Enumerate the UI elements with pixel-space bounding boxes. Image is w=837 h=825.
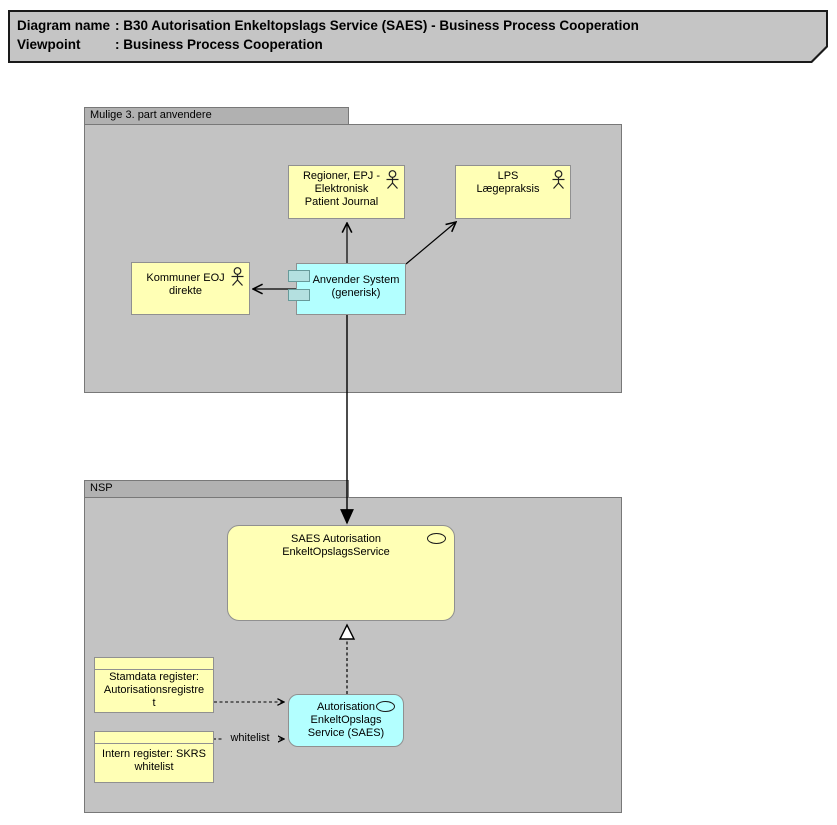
node-intern-register: Intern register: SKRS whitelist bbox=[94, 731, 214, 783]
whitelist-edge-label: whitelist bbox=[222, 732, 278, 745]
node-lps-label: LPS Lægepraksis bbox=[476, 170, 540, 195]
node-autorisation-service-label: Autorisation EnkeltOpslags Service (SAES… bbox=[307, 701, 385, 739]
service-icon bbox=[376, 701, 395, 712]
business-object-band bbox=[95, 658, 213, 670]
component-icon bbox=[288, 289, 310, 301]
component-icon bbox=[288, 270, 310, 282]
title-value-viewpoint: : Business Process Cooperation bbox=[115, 37, 323, 52]
node-saes-service-label: SAES Autorisation EnkeltOpslagsService bbox=[282, 533, 390, 558]
node-kommuner-eoj-label: Kommuner EOJ direkte bbox=[146, 272, 225, 297]
node-kommuner-eoj: Kommuner EOJ direkte bbox=[131, 262, 250, 315]
business-actor-icon bbox=[386, 170, 399, 189]
node-anvender-system-label: Anvender System (generisk) bbox=[312, 274, 400, 299]
node-intern-register-label: Intern register: SKRS whitelist bbox=[102, 748, 206, 773]
diagram-title-text: Diagram name : B30 Autorisation Enkeltop… bbox=[17, 16, 818, 54]
title-value-diagram-name: : B30 Autorisation Enkeltopslags Service… bbox=[115, 18, 639, 33]
group-third-party-label: Mulige 3. part anvendere bbox=[90, 109, 212, 121]
node-stamdata-register-label: Stamdata register: Autorisationsregistre… bbox=[103, 671, 205, 709]
title-label-diagram-name: Diagram name bbox=[17, 18, 111, 33]
node-regioner-epj-label: Regioner, EPJ - Elektronisk Patient Jour… bbox=[302, 170, 381, 208]
diagram-title-note: Diagram name : B30 Autorisation Enkeltop… bbox=[8, 10, 828, 63]
business-object-band bbox=[95, 732, 213, 744]
node-saes-service: SAES Autorisation EnkeltOpslagsService bbox=[227, 525, 455, 621]
service-icon bbox=[427, 533, 446, 544]
group-nsp-tab: NSP bbox=[84, 480, 349, 498]
group-third-party-tab: Mulige 3. part anvendere bbox=[84, 107, 349, 125]
title-label-viewpoint: Viewpoint bbox=[17, 37, 81, 52]
note-fill bbox=[10, 12, 826, 61]
business-actor-icon bbox=[552, 170, 565, 189]
node-regioner-epj: Regioner, EPJ - Elektronisk Patient Jour… bbox=[288, 165, 405, 219]
node-stamdata-register: Stamdata register: Autorisationsregistre… bbox=[94, 657, 214, 713]
business-actor-icon bbox=[231, 267, 244, 286]
node-autorisation-service: Autorisation EnkeltOpslags Service (SAES… bbox=[288, 694, 404, 747]
group-nsp-label: NSP bbox=[90, 482, 113, 494]
node-anvender-system: Anvender System (generisk) bbox=[288, 263, 406, 315]
node-lps: LPS Lægepraksis bbox=[455, 165, 571, 219]
